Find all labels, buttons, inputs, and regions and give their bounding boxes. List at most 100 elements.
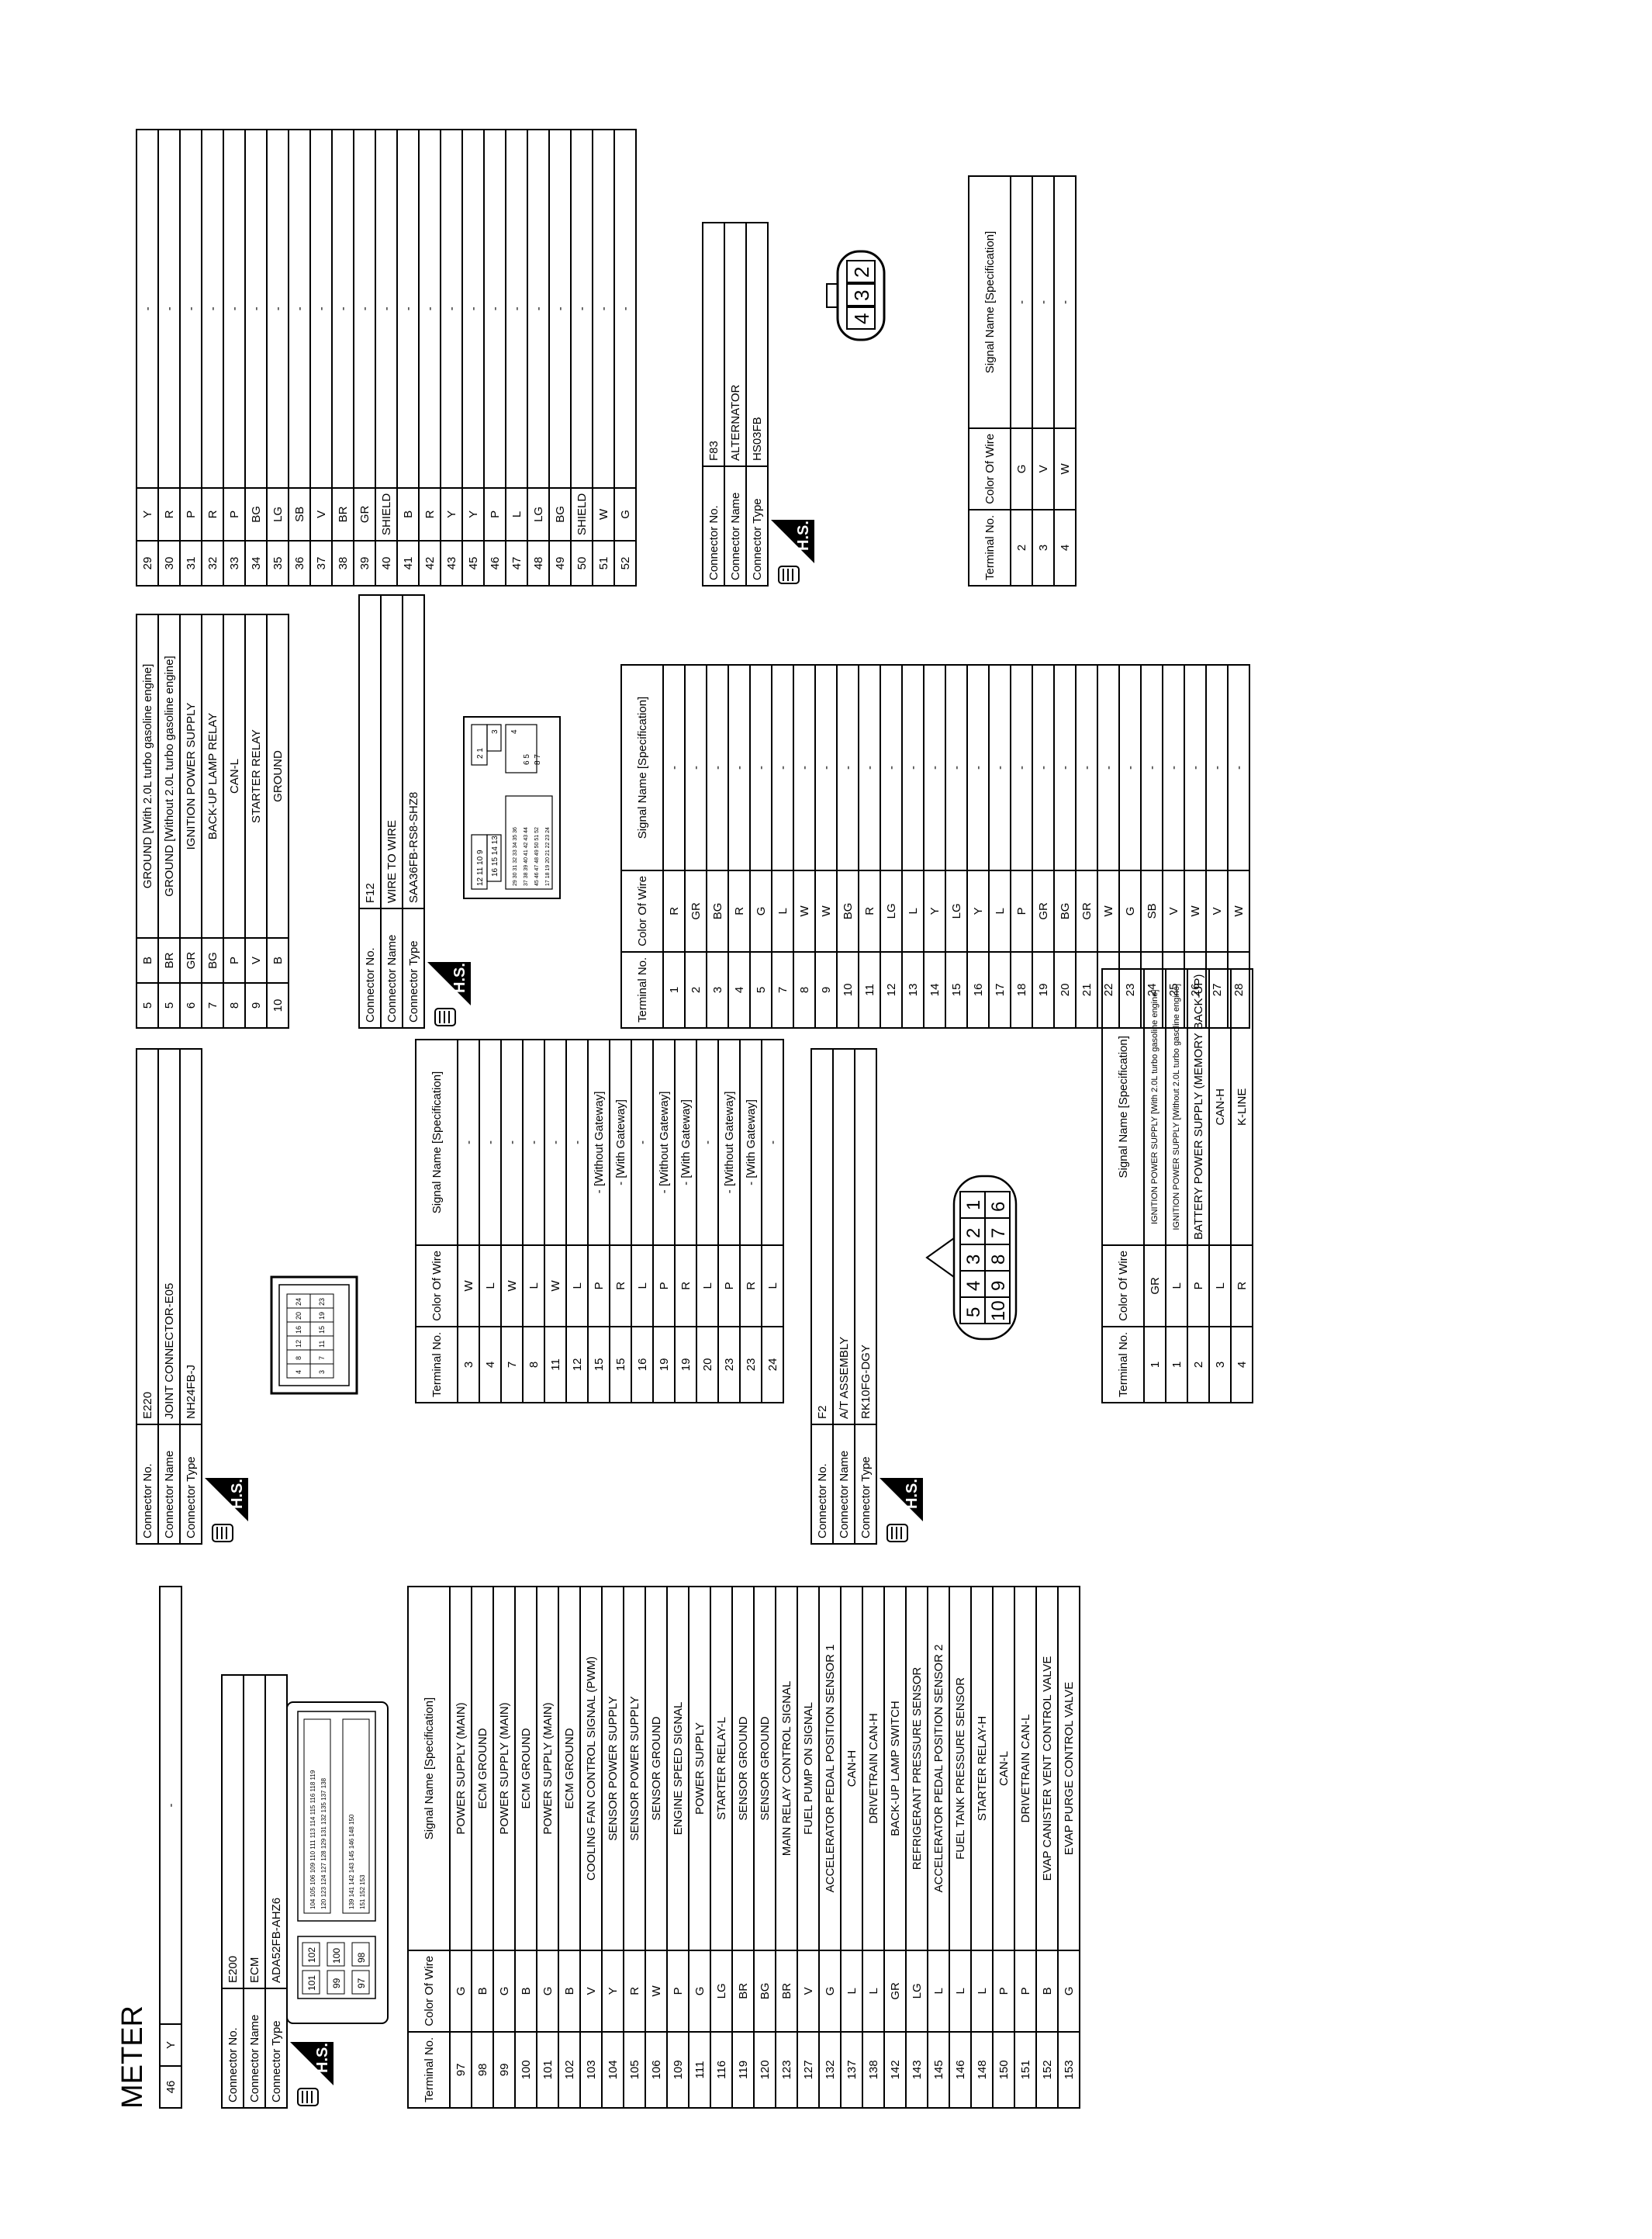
terminal-no: 153 <box>1058 2031 1080 2108</box>
svg-text:102: 102 <box>306 1947 317 1963</box>
signal-name: - <box>696 1040 718 1245</box>
wire-color: W <box>1184 870 1206 952</box>
wire-color: BR <box>776 1950 797 2032</box>
hs-connector-icon: H.S. <box>205 1478 248 1542</box>
signal-name: - <box>837 665 859 870</box>
svg-text:8: 8 <box>295 1356 302 1360</box>
wire-color: GR <box>1032 870 1054 952</box>
signal-name: EVAP CANISTER VENT CONTROL VALVE <box>1036 1587 1058 1950</box>
svg-text:9: 9 <box>988 1281 1009 1291</box>
hs-connector-icon: H.S. <box>427 962 471 1026</box>
svg-text:12: 12 <box>295 1340 302 1348</box>
terminal-no: 7 <box>772 951 793 1028</box>
terminal-no: 40 <box>375 541 397 586</box>
terminal-no: 28 <box>1228 951 1249 1028</box>
signal-name: SENSOR POWER SUPPLY <box>602 1587 624 1950</box>
cell: Y <box>160 2024 181 2066</box>
label: Connector Name <box>158 1424 180 1544</box>
f83-terminal-table: Terminal No. Color Of Wire Signal Name [… <box>968 175 1077 587</box>
label: Connector Type <box>855 1424 876 1544</box>
terminal-no: 43 <box>441 541 462 586</box>
terminal-no: 7 <box>202 983 223 1028</box>
wire-color: SB <box>1141 870 1163 952</box>
signal-name: - <box>1054 665 1076 870</box>
signal-name: POWER SUPPLY (MAIN) <box>537 1587 558 1950</box>
wire-color: R <box>859 870 880 952</box>
label: Connector Name <box>244 1988 265 2108</box>
terminal-no: 49 <box>549 541 571 586</box>
terminal-no: 7 <box>501 1326 523 1403</box>
signal-name: DRIVETRAIN CAN-L <box>1014 1587 1036 1950</box>
terminal-no: 123 <box>776 2031 797 2108</box>
svg-text:2: 2 <box>963 1228 984 1238</box>
col-header: Color Of Wire <box>416 1244 458 1327</box>
signal-name: - <box>1119 665 1141 870</box>
wire-color: BG <box>754 1950 776 2032</box>
terminal-no: 30 <box>158 541 180 586</box>
connector-name: A/T ASSEMBLY <box>833 1049 855 1424</box>
signal-name: - <box>1011 665 1032 870</box>
terminal-no: 12 <box>566 1326 588 1403</box>
terminal-no: 19 <box>653 1326 675 1403</box>
wire-color: G <box>1119 870 1141 952</box>
signal-name: - <box>750 665 772 870</box>
wire-color: R <box>624 1950 645 2032</box>
wire-color: R <box>675 1244 696 1327</box>
terminal-no: 50 <box>571 541 593 586</box>
svg-text:98: 98 <box>356 1952 367 1963</box>
col-header: Signal Name [Specification] <box>621 665 663 870</box>
svg-text:3: 3 <box>318 1370 326 1374</box>
hs-label: H.S. <box>795 521 812 551</box>
signal-name: ACCELERATOR PEDAL POSITION SENSOR 1 <box>819 1587 841 1950</box>
signal-name: - <box>924 665 945 870</box>
wire-color: Y <box>924 870 945 952</box>
wire-color: P <box>223 487 245 541</box>
signal-name: - <box>1032 665 1054 870</box>
terminal-no: 146 <box>949 2031 971 2108</box>
connector-type: RK10FG-DGY <box>855 1049 876 1424</box>
connector-type: SAA36FB-RS8-SHZ8 <box>403 595 424 908</box>
terminal-no: 20 <box>696 1326 718 1403</box>
terminal-no: 13 <box>902 951 924 1028</box>
terminal-no: 150 <box>993 2031 1014 2108</box>
wire-color: L <box>631 1244 653 1327</box>
hs-label: H.S. <box>314 2043 331 2073</box>
col-header: Terminal No. <box>416 1326 458 1403</box>
wire-color: L <box>762 1244 783 1327</box>
wire-color: LG <box>880 870 902 952</box>
col-header: Terminal No. <box>1102 1326 1144 1403</box>
terminal-no: 145 <box>928 2031 949 2108</box>
svg-text:3: 3 <box>963 1254 984 1265</box>
